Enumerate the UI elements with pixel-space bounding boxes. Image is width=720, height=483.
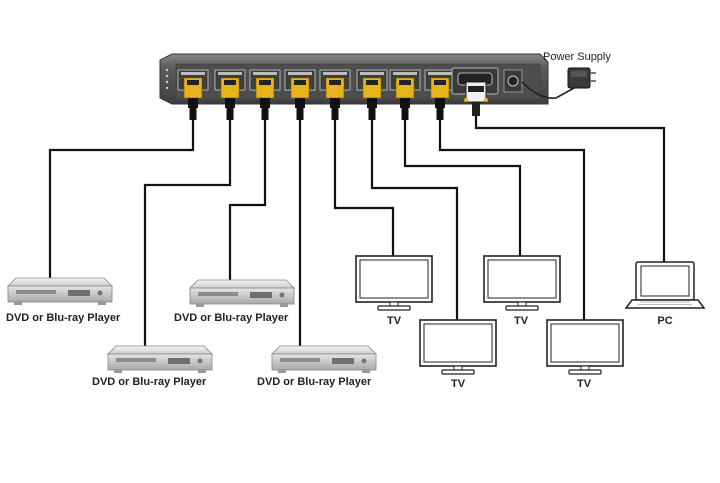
tv-4-label: TV bbox=[576, 378, 592, 390]
cable-boot bbox=[436, 106, 444, 120]
tv-icon bbox=[483, 255, 561, 311]
dvd-player-1-label: DVD or Blu-ray Player bbox=[6, 312, 121, 324]
power-supply-label: Power Supply bbox=[543, 51, 611, 63]
tv-icon bbox=[546, 319, 624, 375]
tv-1-label: TV bbox=[386, 315, 402, 327]
cables bbox=[48, 116, 666, 350]
dvd-player-icon bbox=[271, 345, 377, 373]
dvd-player-icon bbox=[7, 277, 113, 305]
hdmi-connector-icon bbox=[424, 69, 456, 108]
hdmi-connector-icon bbox=[319, 69, 351, 108]
dvd-player-icon bbox=[189, 279, 295, 307]
power-jack bbox=[503, 69, 523, 93]
cable-boot bbox=[261, 106, 269, 120]
dvd-player-icon bbox=[107, 345, 213, 373]
pc-label: PC bbox=[657, 315, 673, 327]
cable-boot bbox=[296, 106, 304, 120]
vga-connector-icon bbox=[464, 81, 488, 116]
dvd-player-2-label: DVD or Blu-ray Player bbox=[92, 376, 207, 388]
power-adapter-icon bbox=[521, 67, 596, 99]
hdmi-connector-icon bbox=[177, 69, 209, 108]
hdmi-connector-icon bbox=[356, 69, 388, 108]
laptop-icon bbox=[624, 261, 706, 309]
dvd-player-3-label: DVD or Blu-ray Player bbox=[174, 312, 289, 324]
cable-boot bbox=[331, 106, 339, 120]
dvd-player-4-label: DVD or Blu-ray Player bbox=[257, 376, 372, 388]
hdmi-connector-icon bbox=[284, 69, 316, 108]
tv-3-label: TV bbox=[513, 315, 529, 327]
tv-icon bbox=[355, 255, 433, 311]
cable-boot bbox=[401, 106, 409, 120]
tv-icon bbox=[419, 319, 497, 375]
cable-boot bbox=[226, 106, 234, 120]
cable-boot bbox=[189, 106, 197, 120]
hdmi-connector-icon bbox=[389, 69, 421, 108]
cable-boot bbox=[368, 106, 376, 120]
tv-2-label: TV bbox=[450, 378, 466, 390]
hdmi-connector-icon bbox=[249, 69, 281, 108]
hdmi-connector-icon bbox=[214, 69, 246, 108]
